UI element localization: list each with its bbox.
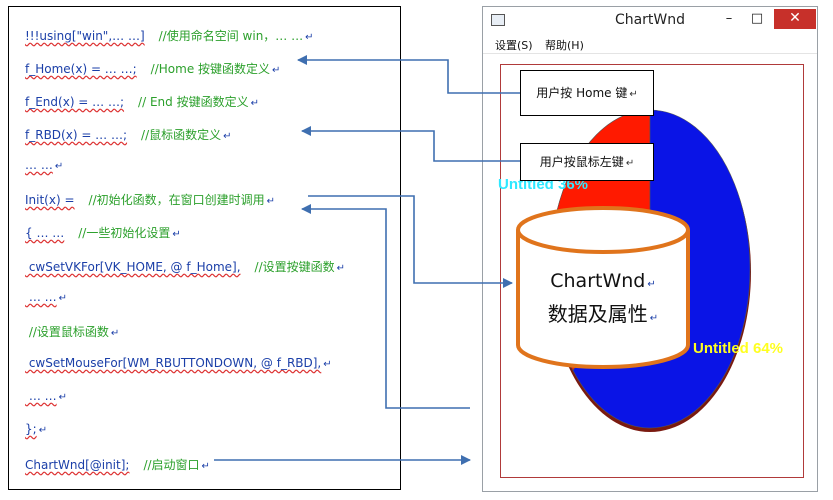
arrows <box>214 55 520 465</box>
code-text: { … … <box>25 226 65 240</box>
menu-settings[interactable]: 设置(S) <box>495 39 533 52</box>
code-line: Init(x) = //初始化函数，在窗口创建时调用↵ <box>25 191 275 208</box>
paragraph-mark: ↵ <box>38 425 48 436</box>
code-text: ChartWnd[@init]; <box>25 458 130 472</box>
paragraph-mark: ↵ <box>625 158 635 169</box>
maximize-button[interactable]: □ <box>750 11 764 26</box>
pie-label-untitled-64: Untitled 64% <box>693 340 784 357</box>
code-text: !!!using["win",… …] <box>25 29 145 43</box>
paragraph-mark: ↵ <box>223 131 232 142</box>
paragraph-mark: ↵ <box>172 229 181 240</box>
callout-left-mouse-text: 用户按鼠标左键 <box>539 155 624 169</box>
code-line: ChartWnd[@init]; //启动窗口↵ <box>25 456 210 473</box>
code-text: … … <box>25 290 57 304</box>
code-line: cwSetMouseFor[WM_RBUTTONDOWN, @ f_RBD],↵ <box>25 356 332 370</box>
code-line: { … … //一些初始化设置↵ <box>25 224 181 241</box>
paragraph-mark: ↵ <box>58 392 68 403</box>
paragraph-mark: ↵ <box>250 98 259 109</box>
code-comment: //Home 按键函数定义 <box>150 62 271 76</box>
code-text: cwSetVKFor[VK_HOME, @ f_Home], <box>25 260 241 274</box>
menu-bar: 设置(S) 帮助(H) <box>483 35 817 54</box>
paragraph-mark: ↵ <box>272 65 281 76</box>
code-line: cwSetVKFor[VK_HOME, @ f_Home], //设置按键函数↵ <box>25 258 345 275</box>
arrow-window-to-init <box>301 204 470 409</box>
paragraph-mark: ↵ <box>305 32 314 43</box>
code-panel: !!!using["win",… …]//使用命名空间 win，… …↵f_Ho… <box>8 6 401 490</box>
code-text: … … <box>25 158 53 172</box>
code-line: … …↵ <box>25 158 63 172</box>
code-line: f_End(x) = … …; // End 按键函数定义↵ <box>25 93 259 110</box>
paragraph-mark: ↵ <box>110 328 120 339</box>
code-line: … …↵ <box>25 389 67 403</box>
paragraph-mark: ↵ <box>323 359 332 370</box>
minimize-button[interactable]: – <box>725 11 733 26</box>
data-cylinder <box>516 206 690 369</box>
code-text: cwSetMouseFor[WM_RBUTTONDOWN, @ f_RBD], <box>25 356 322 370</box>
window-app-icon[interactable] <box>491 14 505 26</box>
paragraph-mark: ↵ <box>647 279 656 290</box>
cylinder-subtitle-text: 数据及属性 <box>547 302 648 326</box>
paragraph-mark: ↵ <box>54 161 64 172</box>
cylinder-title: ChartWnd↵ <box>518 270 688 292</box>
code-comment: //一些初始化设置 <box>78 226 171 240</box>
arrow-init-to-cylinder <box>308 195 513 288</box>
code-text: … … <box>25 389 57 403</box>
code-comment: //初始化函数，在窗口创建时调用 <box>88 193 265 207</box>
close-button[interactable]: ✕ <box>774 9 816 29</box>
arrow-mouse-to-frbd <box>301 126 520 162</box>
cylinder-title-text: ChartWnd <box>550 270 646 292</box>
code-line: f_RBD(x) = … …; //鼠标函数定义↵ <box>25 126 232 143</box>
callout-left-mouse: 用户按鼠标左键↵ <box>520 143 654 181</box>
cylinder-top <box>516 206 690 254</box>
paragraph-mark: ↵ <box>201 461 210 472</box>
chart-client-area <box>500 64 804 478</box>
code-text: f_Home(x) = … …; <box>25 62 137 76</box>
code-line: … …↵ <box>25 290 67 304</box>
code-text: f_End(x) = … …; <box>25 95 125 109</box>
paragraph-mark: ↵ <box>58 293 68 304</box>
cylinder-body <box>516 230 690 369</box>
paragraph-mark: ↵ <box>629 89 638 100</box>
code-text: Init(x) = <box>25 193 75 207</box>
code-comment: //鼠标函数定义 <box>141 128 222 142</box>
code-text: }; <box>25 422 37 436</box>
code-line: !!!using["win",… …] //使用命名空间 win，… …↵ <box>25 27 314 44</box>
code-text: f_RBD(x) = … …; <box>25 128 128 142</box>
code-comment: // End 按键函数定义 <box>138 95 249 109</box>
callout-home-key: 用户按 Home 键↵ <box>520 70 654 116</box>
paragraph-mark: ↵ <box>266 196 276 207</box>
code-comment: //启动窗口 <box>143 458 200 472</box>
paragraph-mark: ↵ <box>336 263 346 274</box>
callout-home-key-text: 用户按 Home 键 <box>536 86 628 100</box>
paragraph-mark: ↵ <box>649 313 659 324</box>
code-line: };↵ <box>25 422 47 436</box>
arrow-home-to-fhome <box>297 55 520 94</box>
window-title: ChartWnd <box>614 12 686 28</box>
cylinder-subtitle: 数据及属性↵ <box>518 298 688 327</box>
code-line: //设置鼠标函数↵ <box>25 323 119 340</box>
code-comment: //使用命名空间 win，… … <box>158 29 304 43</box>
code-line: f_Home(x) = … …; //Home 按键函数定义↵ <box>25 60 280 77</box>
menu-help[interactable]: 帮助(H) <box>545 39 584 52</box>
code-comment: //设置按键函数 <box>254 260 335 274</box>
code-comment: //设置鼠标函数 <box>25 325 109 339</box>
